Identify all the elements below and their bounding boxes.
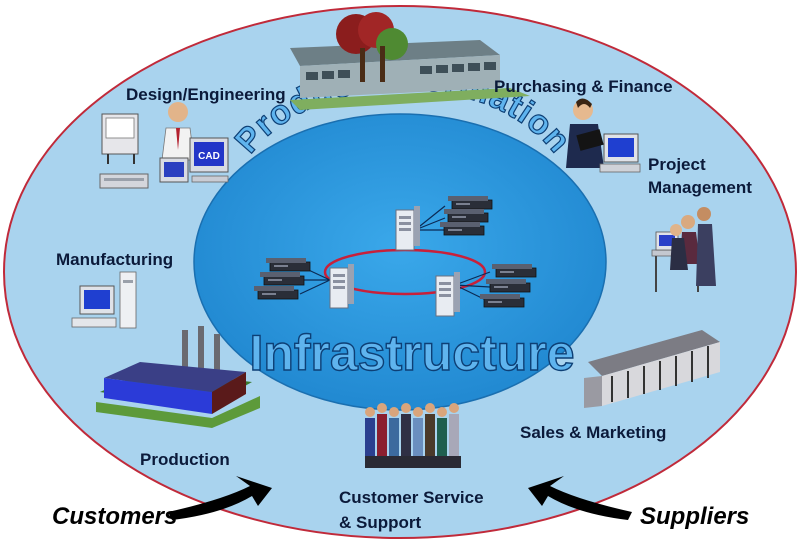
label-project-line1: Project <box>648 155 706 174</box>
server-icon <box>329 263 355 309</box>
project-team-icon <box>651 207 716 292</box>
plotter-icon <box>101 113 139 164</box>
engineer-person-icon <box>161 102 195 161</box>
label-project-line2: Management <box>648 178 752 197</box>
label-service-line1: Customer Service <box>339 488 484 507</box>
sales-building-icon <box>584 330 720 408</box>
label-production: Production <box>140 450 230 469</box>
finance-computer-icon <box>599 133 641 173</box>
server-icon <box>395 205 421 251</box>
customers-arrow <box>168 476 272 520</box>
svg-text:CAD: CAD <box>198 151 220 162</box>
customer-service-crowd-icon <box>365 403 461 468</box>
factory-icon <box>96 326 260 428</box>
headquarters-building-icon <box>290 12 530 110</box>
label-purchasing-finance: Purchasing & Finance <box>494 77 673 96</box>
manufacturing-computer-icon <box>71 271 137 329</box>
cad-workstation-icon: CAD <box>99 137 229 189</box>
label-suppliers: Suppliers <box>640 503 750 530</box>
label-customers: Customers <box>52 503 178 530</box>
label-design-engineering: Design/Engineering <box>126 85 286 104</box>
label-manufacturing: Manufacturing <box>56 250 174 269</box>
suppliers-arrow <box>528 476 632 520</box>
inner-title-bottom: Infrastructure <box>249 325 574 381</box>
finance-person-icon <box>566 98 604 168</box>
label-sales-marketing: Sales & Marketing <box>520 423 667 442</box>
infrastructure-ellipse <box>193 113 607 411</box>
label-service-line2: & Support <box>339 513 422 532</box>
server-icon <box>435 271 461 317</box>
